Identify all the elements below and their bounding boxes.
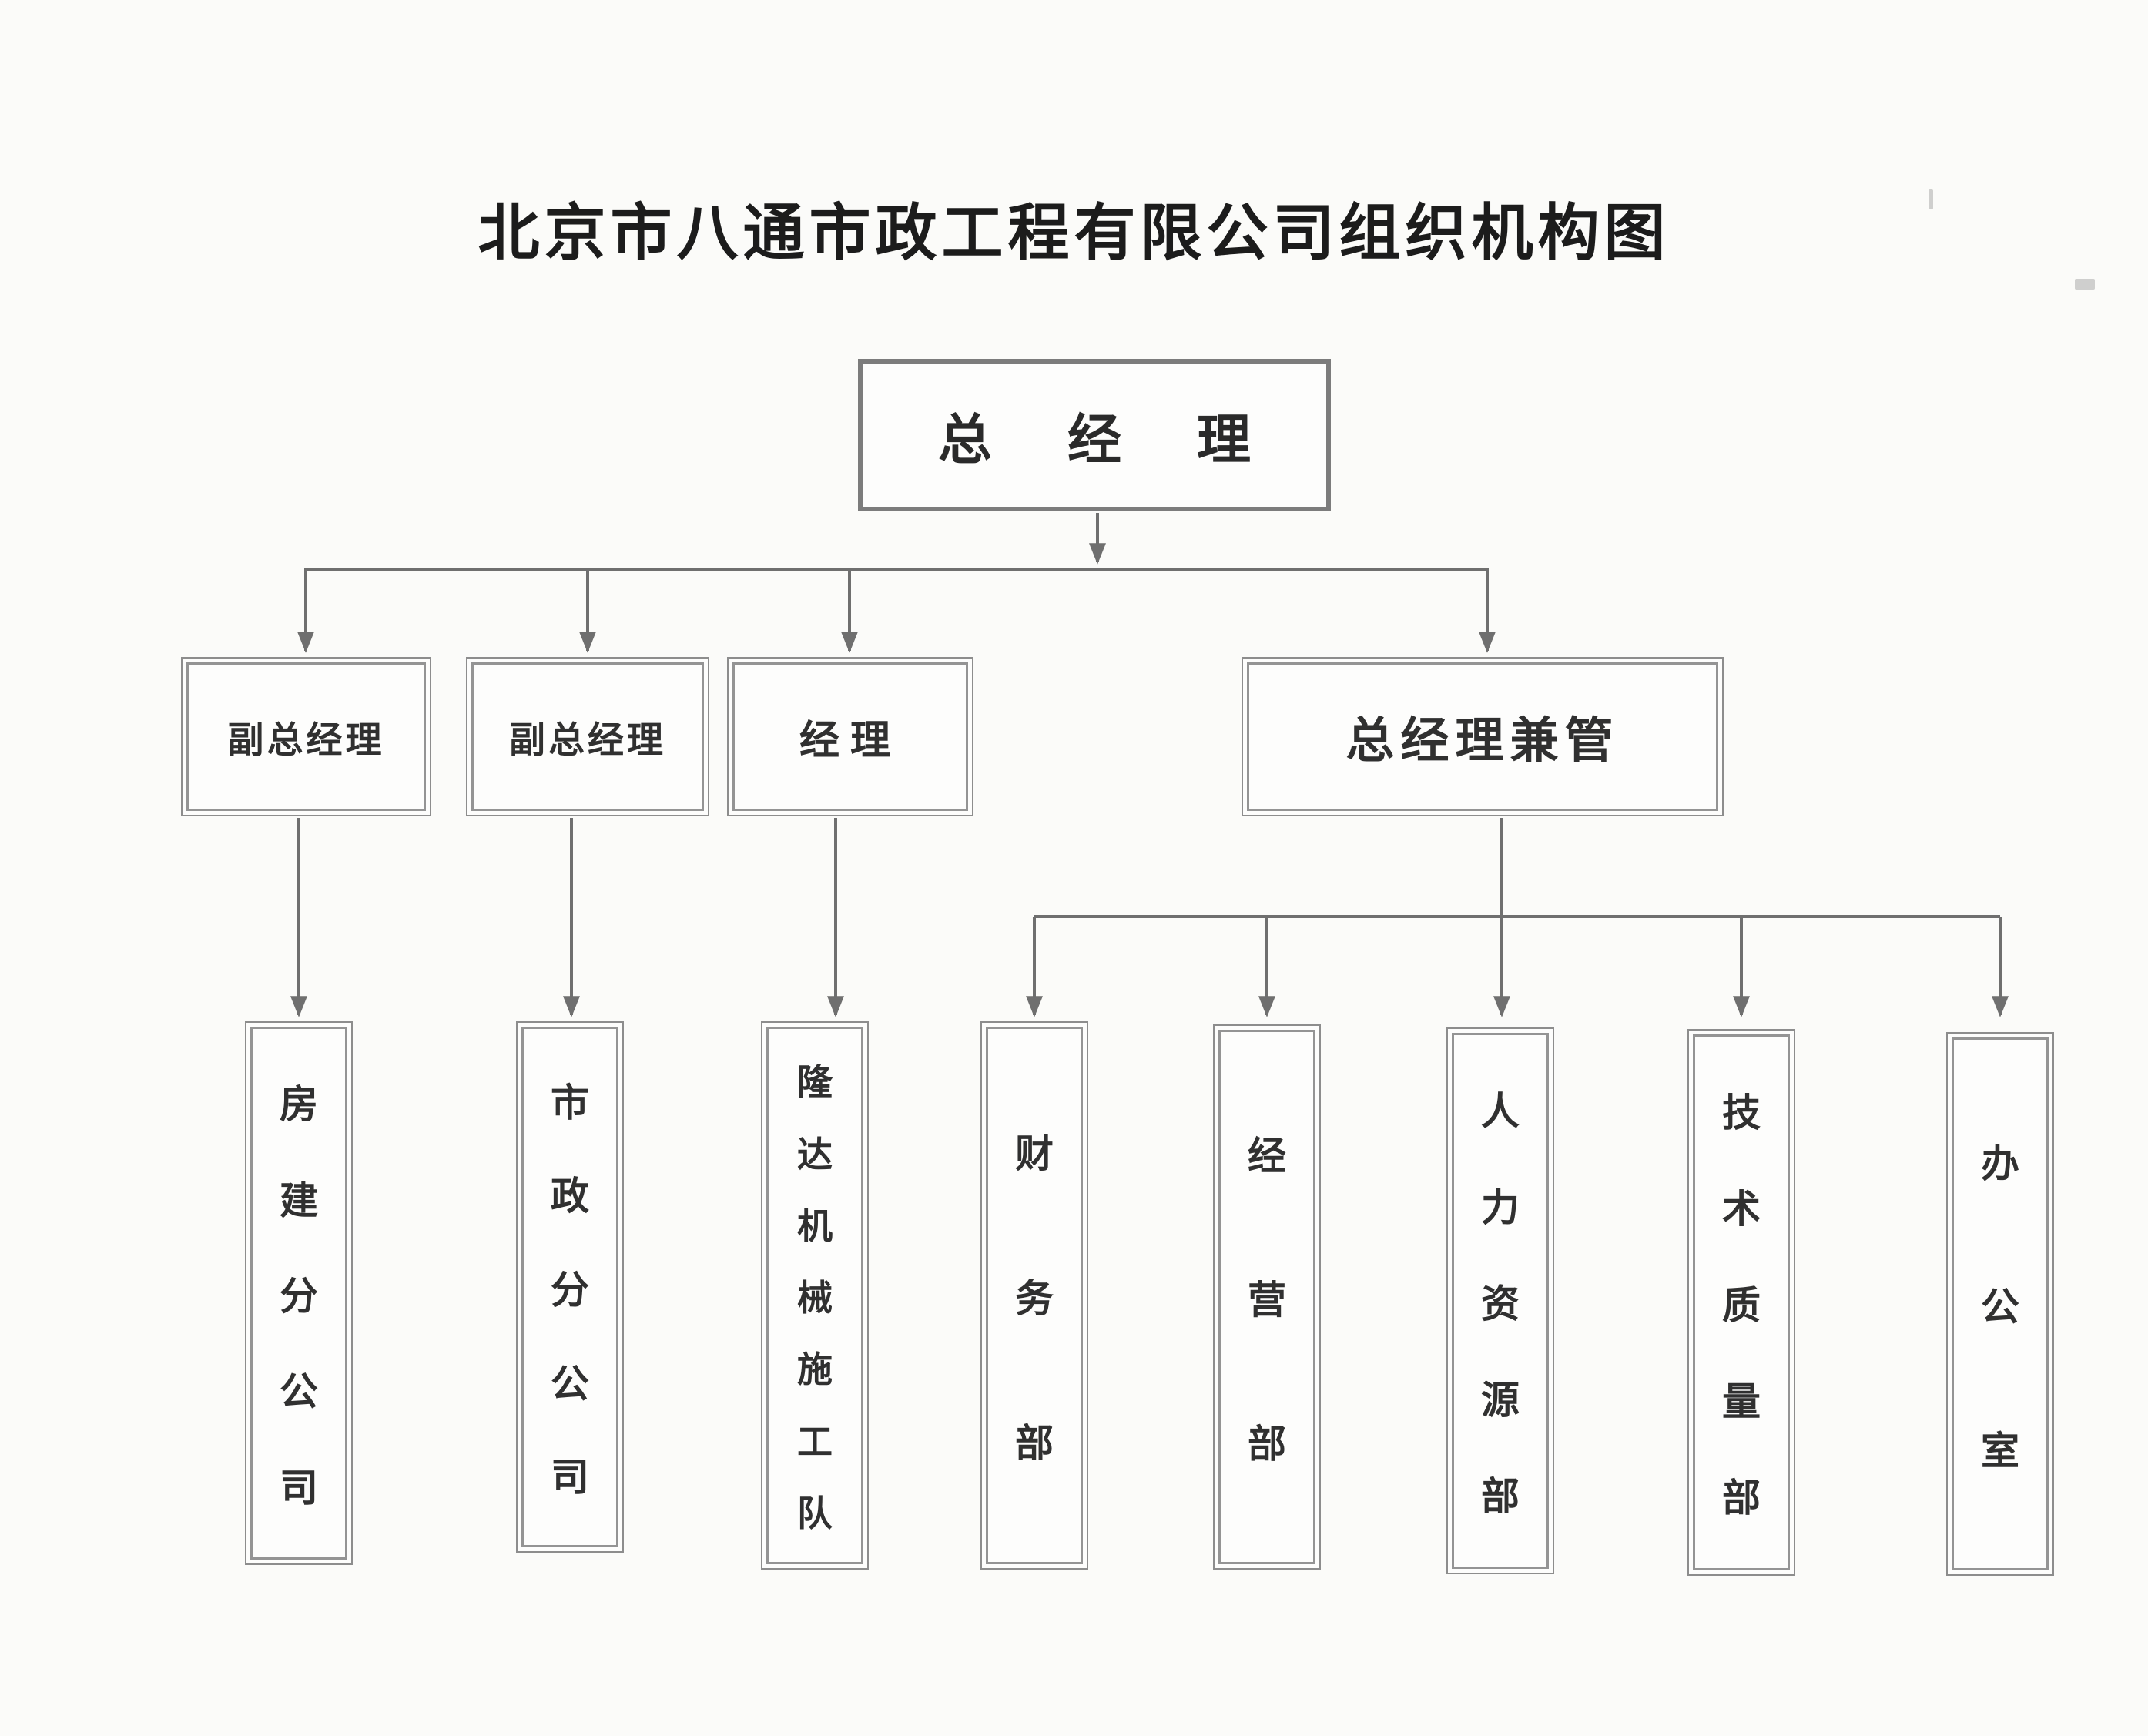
label-char: 量: [1722, 1380, 1761, 1423]
node-municipal-branch: 市政分公司: [516, 1021, 624, 1553]
node-deputy-gm-1: 副总经理: [181, 657, 431, 816]
label-char: 术: [1722, 1188, 1761, 1231]
label-char: 部: [1015, 1422, 1054, 1465]
label-char: 源: [1481, 1379, 1520, 1422]
node-general-manager: 总经理: [858, 359, 1331, 511]
label-char: 部: [1722, 1476, 1761, 1520]
label-char: 公: [1981, 1285, 2019, 1329]
label-char: 质: [1722, 1284, 1761, 1327]
node-gm-concurrent: 总经理兼管: [1242, 657, 1724, 816]
label-char: 室: [1981, 1429, 2019, 1473]
label-char: 司: [551, 1456, 589, 1500]
scan-artifact: [2075, 279, 2095, 290]
node-operations-dept-label: 经营部: [1215, 1026, 1319, 1568]
node-human-resources-dept-label: 人力资源部: [1448, 1029, 1553, 1573]
label-char: 施: [797, 1349, 833, 1390]
node-manager-label: 经理: [799, 719, 901, 763]
node-gm-concurrent-label: 总经理兼管: [1345, 714, 1620, 768]
label-char: 机: [797, 1205, 833, 1246]
node-finance-dept: 财务部: [980, 1021, 1088, 1570]
label-char: 经: [1248, 1134, 1286, 1178]
node-housing-branch: 房建分公司: [245, 1021, 353, 1565]
label-char: 公: [280, 1370, 318, 1414]
node-longda-machinery-team-label: 隆达机械施工队: [762, 1023, 867, 1568]
label-char: 达: [797, 1134, 833, 1175]
node-office: 办公室: [1946, 1032, 2054, 1576]
label-char: 分: [280, 1274, 318, 1318]
node-finance-dept-label: 财务部: [982, 1023, 1087, 1568]
page-title: 北京市八通市政工程有限公司组织机构图: [478, 199, 1670, 267]
label-char: 司: [280, 1466, 318, 1510]
node-operations-dept: 经营部: [1213, 1024, 1321, 1570]
node-housing-branch-label: 房建分公司: [246, 1023, 351, 1563]
node-municipal-branch-label: 市政分公司: [518, 1023, 622, 1551]
node-office-label: 办公室: [1948, 1034, 2052, 1574]
label-char: 市: [551, 1081, 589, 1124]
label-char: 人: [1481, 1090, 1520, 1133]
label-char: 理: [1197, 409, 1251, 470]
label-char: 械: [797, 1278, 833, 1318]
label-char: 工: [797, 1421, 833, 1462]
label-char: 部: [1248, 1423, 1286, 1466]
label-char: 队: [797, 1493, 833, 1533]
node-tech-quality-dept-label: 技术质量部: [1689, 1031, 1794, 1574]
label-char: 务: [1015, 1277, 1054, 1320]
label-char: 经: [1067, 409, 1121, 470]
node-general-manager-label: 总经理: [863, 364, 1326, 507]
node-deputy-gm-1-label: 副总经理: [227, 719, 385, 760]
label-char: 技: [1722, 1091, 1761, 1134]
node-human-resources-dept: 人力资源部: [1446, 1027, 1554, 1574]
node-deputy-gm-2: 副总经理: [466, 657, 709, 816]
label-char: 财: [1015, 1132, 1054, 1175]
label-char: 部: [1481, 1475, 1520, 1518]
label-char: 资: [1481, 1282, 1520, 1325]
label-char: 政: [551, 1175, 589, 1218]
node-longda-machinery-team: 隆达机械施工队: [761, 1021, 869, 1570]
label-char: 公: [551, 1362, 589, 1406]
scan-artifact: [1929, 189, 1933, 209]
label-char: 分: [551, 1268, 589, 1312]
node-tech-quality-dept: 技术质量部: [1687, 1029, 1795, 1576]
label-char: 营: [1248, 1279, 1286, 1322]
label-char: 房: [280, 1083, 318, 1127]
label-char: 建: [280, 1178, 318, 1222]
node-manager: 经理: [727, 657, 973, 816]
label-char: 力: [1481, 1186, 1520, 1229]
label-char: 总: [938, 409, 992, 470]
node-deputy-gm-2-label: 副总经理: [509, 719, 666, 760]
label-char: 隆: [797, 1062, 833, 1103]
label-char: 办: [1981, 1141, 2019, 1185]
